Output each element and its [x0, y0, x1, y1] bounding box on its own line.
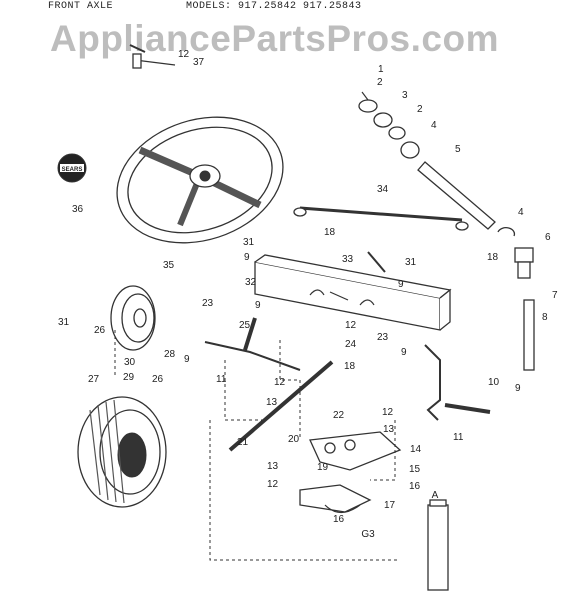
assembly-line [279, 340, 301, 440]
part-callout-12: 12 [178, 49, 190, 60]
part-callout-37: 37 [193, 57, 205, 68]
grease-tube[interactable] [427, 499, 449, 591]
steering-sector[interactable] [299, 431, 402, 514]
steering-wheel[interactable] [101, 97, 300, 264]
part-callout-9: 9 [184, 354, 190, 365]
part-callout-36: 36 [72, 204, 84, 215]
part-callout-19: 19 [317, 462, 329, 473]
part-callout-27: 27 [88, 374, 100, 385]
spindle-left-assembly[interactable] [204, 317, 301, 371]
part-callout-21: 21 [237, 437, 249, 448]
part-callout-12: 12 [345, 320, 357, 331]
pivot-bolt[interactable] [367, 251, 386, 273]
part-callout-12: 12 [274, 377, 286, 388]
spindle-right[interactable] [523, 299, 535, 371]
part-callout-20: 20 [288, 434, 300, 445]
diagram-title: FRONT AXLE [48, 1, 114, 12]
model-numbers: MODELS: 917.25842 917.25843 [186, 1, 362, 12]
part-callout-9: 9 [244, 252, 250, 263]
part-callout-13: 13 [267, 461, 279, 472]
part-callout-12: 12 [382, 407, 394, 418]
part-callout-3: 3 [402, 90, 408, 101]
part-callout-34: 34 [377, 184, 389, 195]
hub-screw[interactable] [129, 44, 176, 69]
part-callout-18: 18 [487, 252, 499, 263]
part-callout-29: 29 [123, 372, 135, 383]
part-callout-13: 13 [266, 397, 278, 408]
part-callout-5: 5 [455, 144, 461, 155]
part-callout-9: 9 [255, 300, 261, 311]
part-callout-23: 23 [377, 332, 389, 343]
figure-code: G3 [361, 529, 375, 540]
tube-label: A [432, 490, 439, 501]
part-callout-30: 30 [124, 357, 136, 368]
drag-link[interactable] [293, 206, 469, 231]
part-callout-33: 33 [342, 254, 354, 265]
part-callout-28: 28 [164, 349, 176, 360]
emblem-label: SEARS [62, 167, 83, 173]
part-callout-4: 4 [518, 207, 524, 218]
part-callout-8: 8 [542, 312, 548, 323]
part-callout-9: 9 [398, 279, 404, 290]
part-callout-2: 2 [417, 104, 423, 115]
part-callout-16: 16 [409, 481, 421, 492]
sears-emblem[interactable]: SEARS [57, 153, 87, 183]
part-callout-22: 22 [333, 410, 345, 421]
part-callout-18: 18 [344, 361, 356, 372]
part-callout-25: 25 [239, 320, 251, 331]
part-callout-9: 9 [515, 383, 521, 394]
tie-rod[interactable] [228, 360, 334, 452]
part-callout-4: 4 [431, 120, 437, 131]
part-callout-18: 18 [324, 227, 336, 238]
part-callout-32: 32 [245, 277, 257, 288]
part-callout-12: 12 [267, 479, 279, 490]
front-axle-beam[interactable] [254, 254, 452, 331]
part-callout-11: 11 [216, 374, 227, 385]
assembly-line [370, 420, 396, 481]
part-callout-24: 24 [345, 339, 357, 350]
part-callout-16: 16 [333, 514, 345, 525]
wheel-hub[interactable] [110, 285, 156, 351]
front-tire[interactable] [77, 396, 167, 508]
part-callout-13: 13 [383, 424, 395, 435]
spindle-right-assembly[interactable] [424, 344, 491, 421]
part-callout-9: 9 [401, 347, 407, 358]
assembly-line [224, 360, 265, 421]
part-callout-31: 31 [405, 257, 417, 268]
part-callout-2: 2 [377, 77, 383, 88]
part-callout-26: 26 [94, 325, 106, 336]
watermark: AppliancePartsPros.com [50, 18, 499, 59]
part-callout-31: 31 [58, 317, 70, 328]
part-callout-11: 11 [453, 432, 464, 443]
steering-shaft[interactable] [358, 91, 534, 279]
part-callout-35: 35 [163, 260, 175, 271]
part-callout-14: 14 [410, 444, 422, 455]
assembly-line [209, 420, 400, 561]
part-callout-15: 15 [409, 464, 421, 475]
part-callout-26: 26 [152, 374, 164, 385]
part-callout-23: 23 [202, 298, 214, 309]
part-callout-31: 31 [243, 237, 255, 248]
part-callout-7: 7 [552, 290, 558, 301]
part-callout-17: 17 [384, 500, 396, 511]
part-callout-1: 1 [378, 64, 384, 75]
part-callout-6: 6 [545, 232, 551, 243]
part-callout-10: 10 [488, 377, 500, 388]
